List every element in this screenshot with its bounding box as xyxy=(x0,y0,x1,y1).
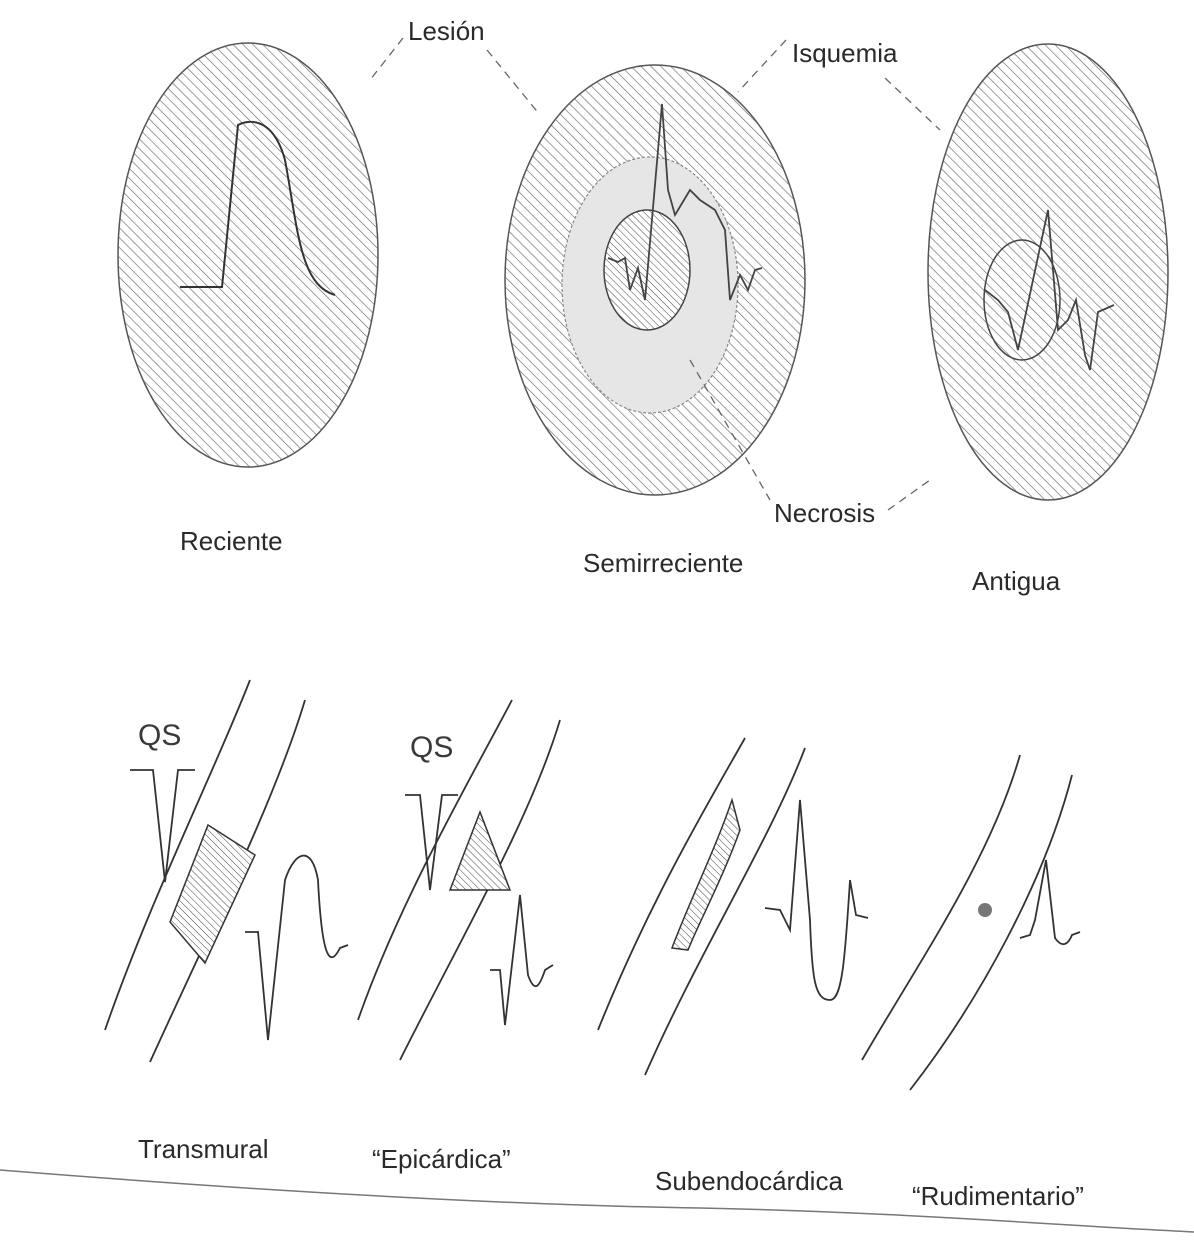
callout-lesion: Lesión xyxy=(408,16,485,46)
type-subendocardica xyxy=(598,738,868,1075)
transmural-qs-complex xyxy=(130,770,195,882)
type-epicardica: QS xyxy=(358,700,560,1060)
label-rudimentario: “Rudimentario” xyxy=(912,1181,1084,1211)
top-panel: Lesión Isquemia Necrosis Reciente Semirr… xyxy=(118,16,1168,596)
epicardica-qs-label: QS xyxy=(410,731,453,764)
type-rudimentario xyxy=(862,755,1080,1090)
subendocardica-infarct xyxy=(672,800,740,950)
isquemia-leader-right xyxy=(885,78,940,130)
label-antigua: Antigua xyxy=(972,566,1061,596)
epicardica-infarct xyxy=(450,812,510,890)
label-subendocardica: Subendocárdica xyxy=(655,1166,843,1196)
transmural-ecg-trace xyxy=(245,856,348,1040)
lesion-leader-right xyxy=(487,50,540,115)
callout-isquemia: Isquemia xyxy=(792,38,898,68)
lesion-leader-left xyxy=(370,38,403,80)
epicardica-ecg-trace xyxy=(490,895,553,1025)
subendocardica-wall-inner xyxy=(598,738,745,1030)
label-epicardica: “Epicárdica” xyxy=(372,1144,511,1174)
transmural-qs-label: QS xyxy=(138,719,181,752)
antigua-disc xyxy=(928,44,1168,500)
necrosis-leader-right xyxy=(888,480,930,510)
label-semirreciente: Semirreciente xyxy=(583,548,743,578)
stage-semirreciente xyxy=(505,65,805,495)
transmural-infarct xyxy=(170,825,255,963)
callout-necrosis: Necrosis xyxy=(774,498,875,528)
stage-reciente xyxy=(118,43,378,467)
rudimentario-wall-outer xyxy=(910,775,1072,1090)
subendocardica-ecg-trace xyxy=(765,800,868,1000)
rudimentario-focus xyxy=(978,903,992,917)
isquemia-leader-left xyxy=(738,40,786,92)
reciente-disc xyxy=(118,43,378,467)
bottom-panel: QS QS Transmural “Epicárdica” Subendo xyxy=(0,680,1194,1232)
stage-antigua xyxy=(928,44,1168,500)
rudimentario-wall-inner xyxy=(862,755,1020,1060)
label-transmural: Transmural xyxy=(138,1134,269,1164)
type-transmural: QS xyxy=(105,680,348,1062)
epicardica-qs-complex xyxy=(405,795,458,890)
label-reciente: Reciente xyxy=(180,526,283,556)
rudimentario-ecg-trace xyxy=(1020,860,1080,944)
